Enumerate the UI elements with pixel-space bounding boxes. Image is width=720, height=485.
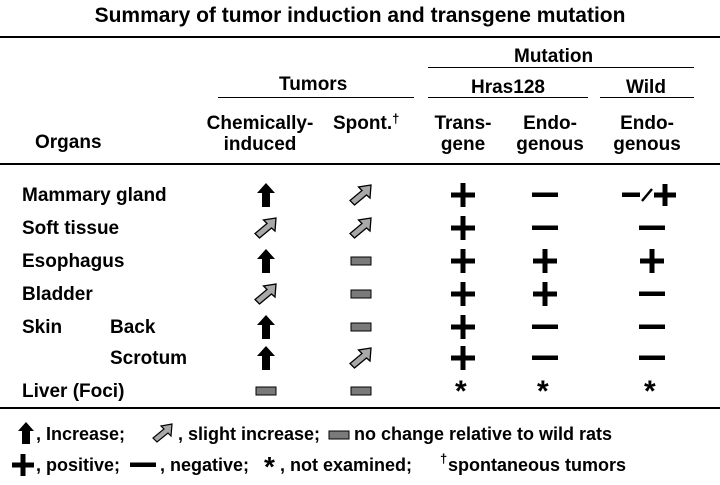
slight-increase-icon xyxy=(254,283,277,305)
organ-sublabel: Back xyxy=(110,317,156,338)
hras128-rule xyxy=(428,97,588,98)
dagger-mark: † xyxy=(392,111,400,126)
positive-icon xyxy=(533,249,557,273)
increase-icon xyxy=(257,346,275,370)
no-change-icon xyxy=(328,430,350,440)
positive-icon xyxy=(533,282,557,306)
no-change-icon xyxy=(350,256,372,266)
spont-label: Spont. xyxy=(333,113,393,134)
slight-increase-icon xyxy=(349,217,372,239)
negative-icon xyxy=(532,324,558,329)
organ-label: Bladder xyxy=(22,284,93,305)
increase-icon xyxy=(257,249,275,273)
legend-not-examined: , not examined; xyxy=(280,455,413,475)
chemically-line2: induced xyxy=(223,134,297,155)
legend-positive: , positive; xyxy=(36,455,121,475)
negative-icon xyxy=(532,192,558,197)
positive-icon xyxy=(640,249,664,273)
mutation-header: Mutation xyxy=(514,46,594,67)
positive-icon xyxy=(451,315,475,339)
negative-icon xyxy=(639,324,665,329)
negative-icon xyxy=(639,291,665,296)
negative-icon xyxy=(532,225,558,230)
chemically-line1: Chemically- xyxy=(206,113,314,134)
endogenous-header: Endo- genous xyxy=(508,113,592,155)
increase-icon xyxy=(257,315,275,339)
positive-icon xyxy=(451,249,475,273)
spont-header: Spont.† xyxy=(333,111,400,135)
no-change-icon xyxy=(350,289,372,299)
not-examined-icon: * xyxy=(264,451,275,482)
negative-icon xyxy=(639,355,665,360)
negative-icon xyxy=(532,355,558,360)
positive-icon xyxy=(451,346,475,370)
negative-positive-icon xyxy=(622,184,676,206)
no-change-icon xyxy=(350,386,372,396)
organ-label: Mammary gland xyxy=(22,185,167,206)
transgene-line1: Trans- xyxy=(434,113,492,134)
slight-increase-icon xyxy=(349,347,372,369)
increase-icon xyxy=(18,422,34,444)
slight-increase-icon xyxy=(254,217,277,239)
wild-endogenous-header: Endo- genous xyxy=(600,113,694,155)
increase-icon xyxy=(257,183,275,207)
not-examined-icon: * xyxy=(455,375,467,408)
tumors-rule xyxy=(218,97,414,98)
positive-icon xyxy=(451,282,475,306)
chemically-induced-header: Chemically- induced xyxy=(196,113,324,155)
endogenous-line2: genous xyxy=(516,134,584,155)
bottom-rule xyxy=(0,407,720,409)
organs-header: Organs xyxy=(35,132,102,153)
organ-sublabel: Scrotum xyxy=(110,348,188,369)
positive-icon xyxy=(12,454,34,476)
wild-rule xyxy=(600,97,694,98)
no-change-icon xyxy=(350,322,372,332)
organ-label: Skin xyxy=(22,317,63,338)
no-change-icon xyxy=(255,386,277,396)
legend-slight-increase: , slight increase; xyxy=(178,424,321,444)
negative-icon xyxy=(639,225,665,230)
legend-increase: , Increase; xyxy=(36,424,126,444)
header-rule xyxy=(0,163,720,165)
legend-negative: , negative; xyxy=(160,455,250,475)
legend-no-change: no change relative to wild rats xyxy=(354,424,613,444)
organ-label: Soft tissue xyxy=(22,218,120,239)
organ-label: Esophagus xyxy=(22,251,125,272)
not-examined-icon: * xyxy=(644,375,656,408)
transgene-line2: gene xyxy=(440,134,486,155)
wild-header: Wild xyxy=(626,77,666,98)
positive-icon xyxy=(451,183,475,207)
negative-icon xyxy=(130,462,156,467)
top-rule xyxy=(0,36,720,38)
positive-icon xyxy=(451,216,475,240)
legend-dagger: † xyxy=(440,451,448,466)
wild-endogenous-line1: Endo- xyxy=(620,113,674,134)
legend-spontaneous: spontaneous tumors xyxy=(448,455,627,475)
page-title: Summary of tumor induction and transgene… xyxy=(94,4,626,27)
wild-endogenous-line2: genous xyxy=(613,134,681,155)
not-examined-icon: * xyxy=(537,375,549,408)
mutation-rule xyxy=(428,67,694,68)
hras128-header: Hras128 xyxy=(471,77,545,98)
endogenous-line1: Endo- xyxy=(523,113,577,134)
slight-increase-icon xyxy=(349,184,372,206)
organ-label: Liver (Foci) xyxy=(22,381,125,402)
tumors-header: Tumors xyxy=(279,74,348,95)
slight-increase-icon xyxy=(152,423,173,443)
transgene-header: Trans- gene xyxy=(418,113,508,155)
